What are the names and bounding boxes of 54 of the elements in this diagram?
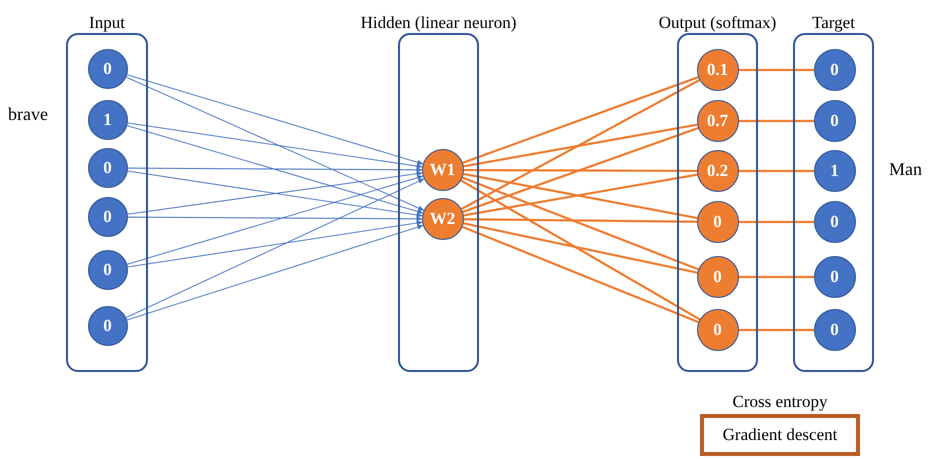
neuron-circle: 0 xyxy=(88,48,128,88)
connection-line xyxy=(126,178,425,318)
neuron-circle: 0 xyxy=(814,48,856,90)
connection-line xyxy=(464,168,697,172)
neuron-circle: 1 xyxy=(814,150,856,192)
neuron-circle: W2 xyxy=(422,198,464,240)
connection-line xyxy=(126,74,424,165)
neuron-circle: 0 xyxy=(88,148,128,188)
layer-heading: Output (softmax) xyxy=(658,13,776,33)
connection-line xyxy=(126,175,424,265)
neuron-circle: 0.1 xyxy=(696,48,738,90)
connection-line xyxy=(127,122,423,169)
connection-line xyxy=(739,276,814,278)
connection-line xyxy=(128,167,423,172)
connection-line xyxy=(462,176,699,270)
connection-line xyxy=(460,79,700,210)
connection-line xyxy=(462,226,699,324)
neuron-circle: 0 xyxy=(814,100,856,142)
loss-heading: Cross entropy xyxy=(732,392,828,412)
connection-line xyxy=(739,328,814,332)
neuron-circle: 0 xyxy=(88,250,128,290)
connection-line xyxy=(462,76,699,164)
neuron-circle: 0 xyxy=(696,200,738,242)
connection-line xyxy=(463,124,698,168)
box-label: Gradient descent xyxy=(722,425,838,445)
connection-line xyxy=(126,76,424,211)
connection-line xyxy=(126,224,424,320)
connection-line xyxy=(739,68,814,72)
neuron-circle: 0 xyxy=(814,256,856,298)
neuron-circle: 0 xyxy=(88,196,128,236)
connection-line xyxy=(739,170,814,172)
connection-line xyxy=(460,180,700,320)
neuron-circle: 1 xyxy=(88,100,128,140)
layer-heading: Target xyxy=(812,13,855,33)
neuron-circle: 0 xyxy=(88,306,128,346)
neuron-circle: 0.7 xyxy=(696,100,738,142)
connection-line xyxy=(739,220,814,224)
neuron-circle: 0 xyxy=(696,256,738,298)
connection-line xyxy=(739,120,814,122)
layer-heading: Hidden (linear neuron) xyxy=(360,13,516,33)
connection-line xyxy=(464,218,698,223)
side-label: brave xyxy=(8,104,48,125)
connection-line xyxy=(462,127,699,213)
connection-line xyxy=(463,222,698,274)
neuron-circle: 0.2 xyxy=(696,150,738,192)
neuron-circle: W1 xyxy=(422,148,464,190)
layer-heading: Input xyxy=(89,13,125,33)
connection-line xyxy=(128,216,423,222)
neuron-circle: 0 xyxy=(814,308,856,350)
neuron-circle: 0 xyxy=(696,308,738,350)
connection-line xyxy=(126,125,424,214)
connection-line xyxy=(127,220,423,268)
neuron-circle: 0 xyxy=(814,200,856,242)
side-label: Man xyxy=(889,159,922,180)
